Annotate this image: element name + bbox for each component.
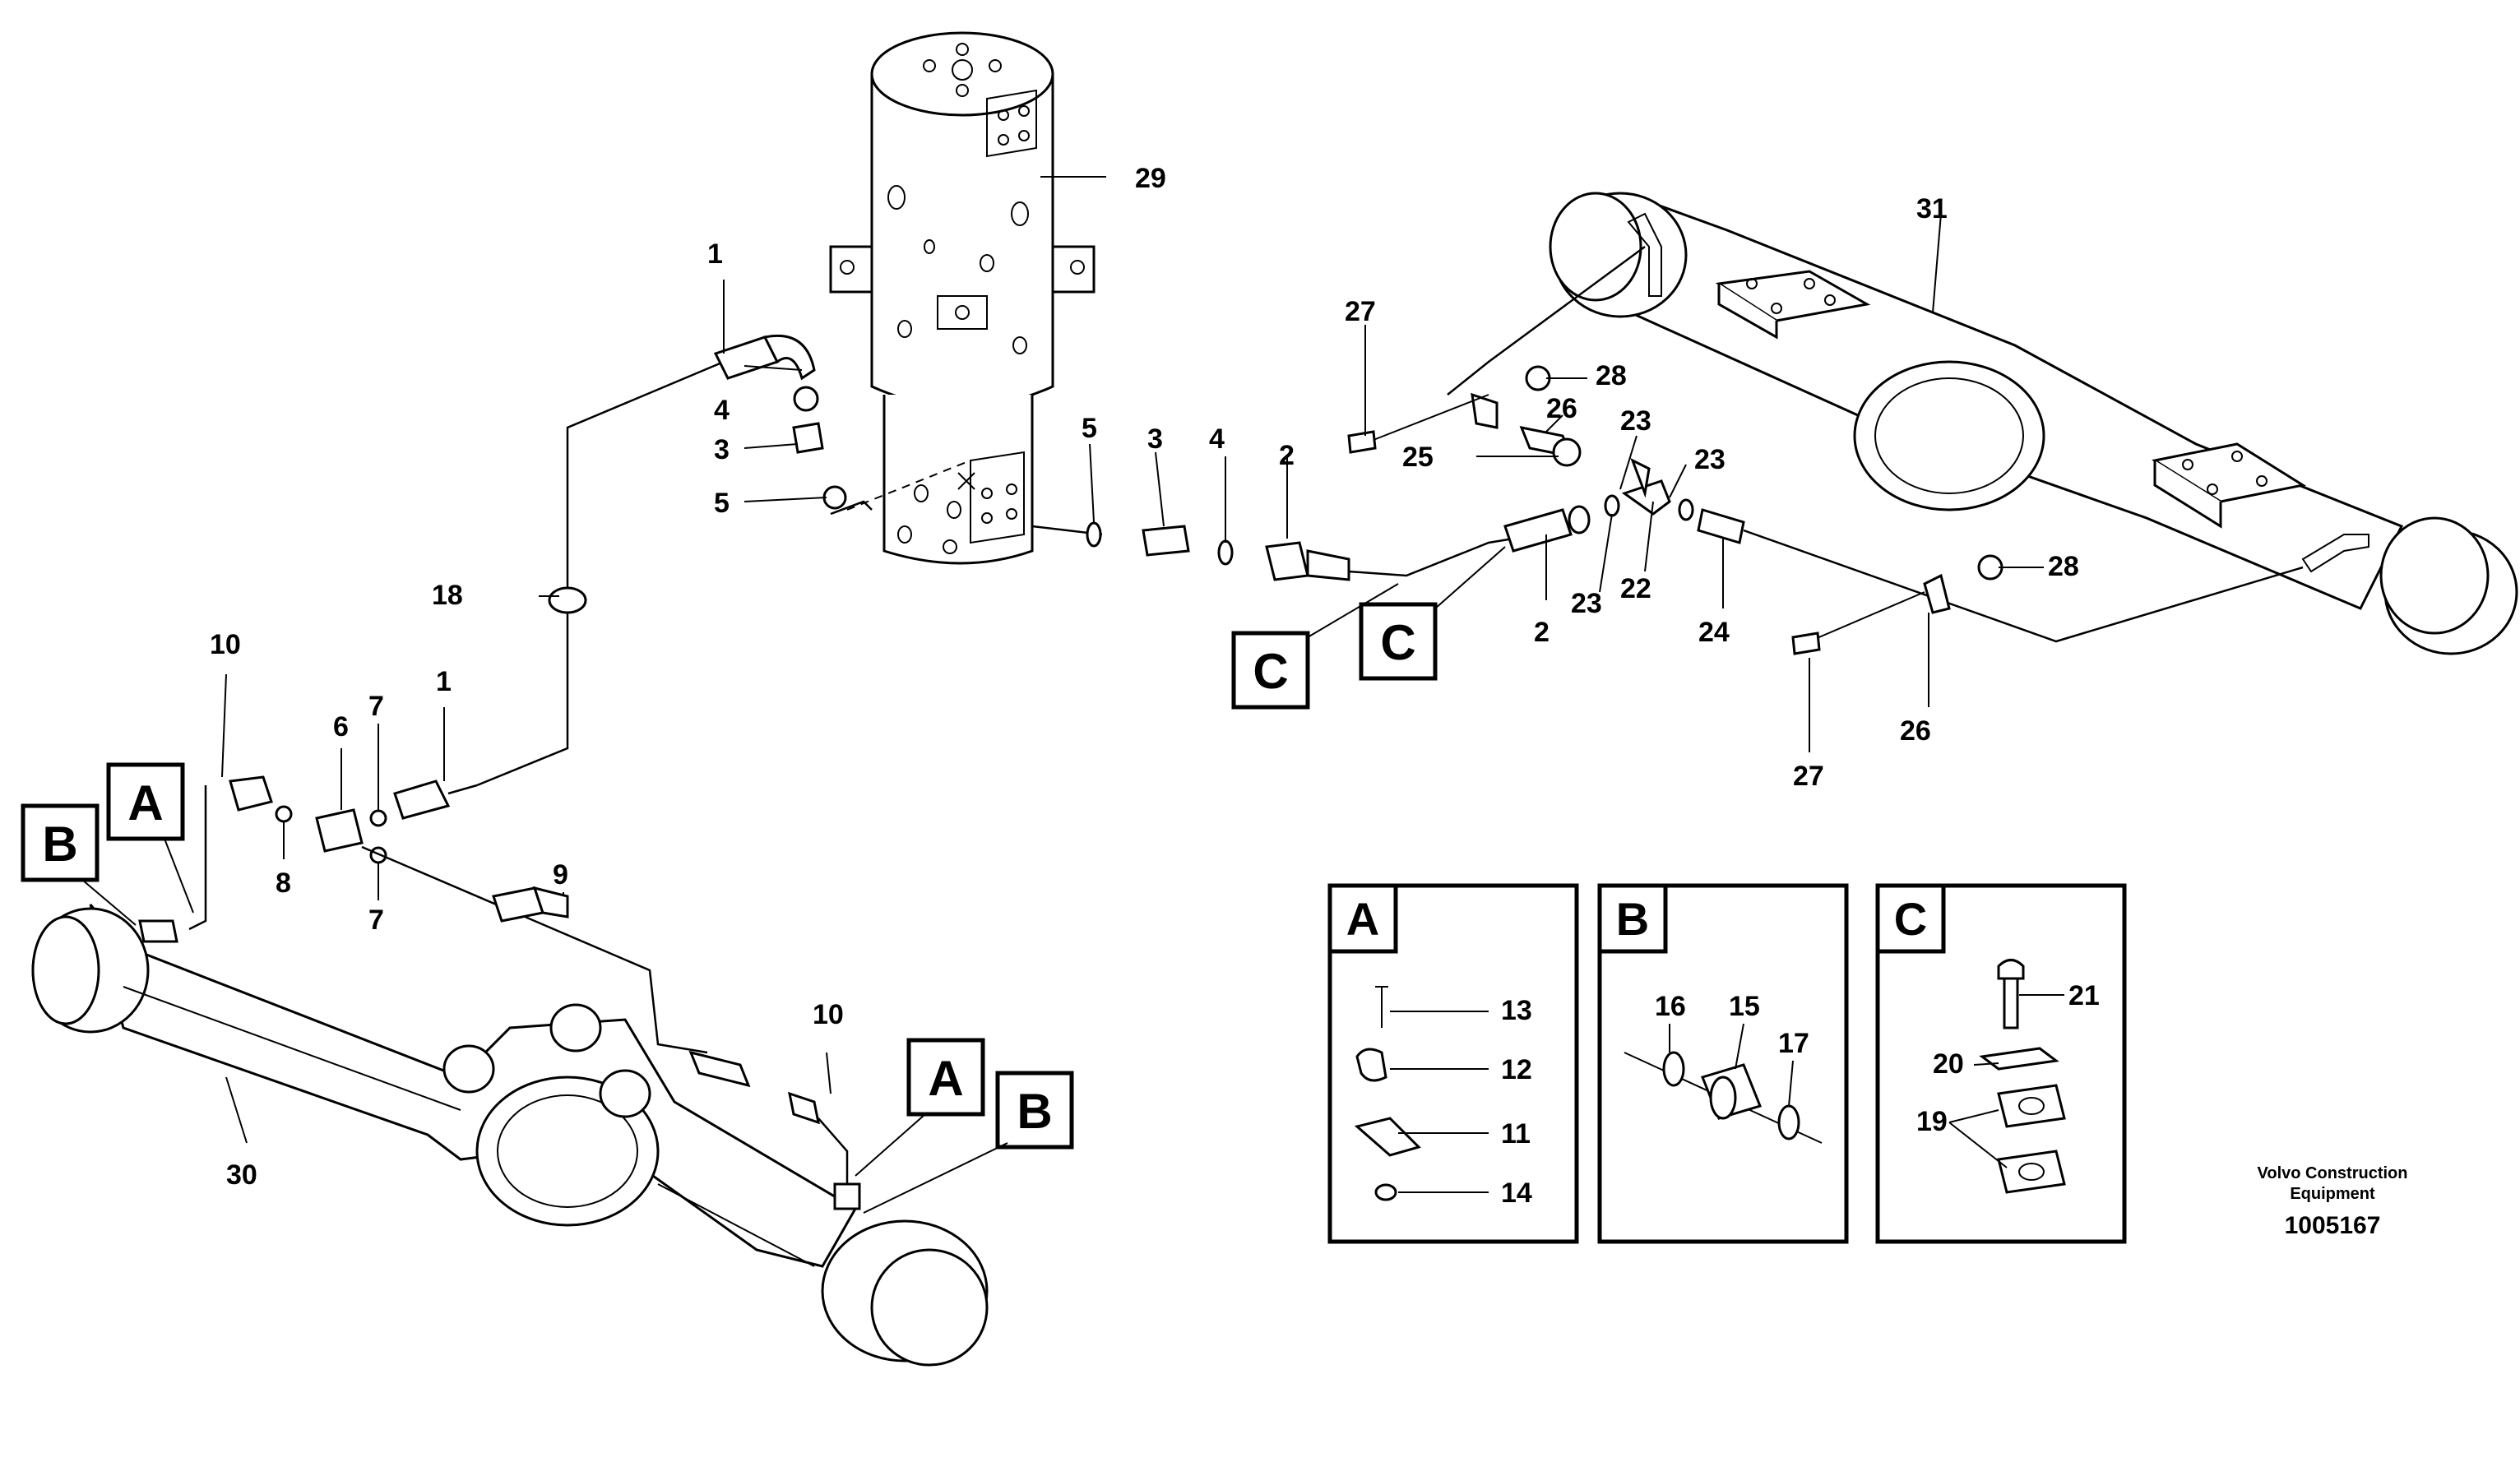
hydraulic-lines <box>138 245 2304 1210</box>
callout-a1-letter: A <box>127 775 163 830</box>
part-label-2b: 2 <box>1534 617 1550 648</box>
part-label-4b: 4 <box>1209 423 1225 455</box>
detail-panel-a: A <box>1327 883 1579 1244</box>
leader-lines <box>221 176 2044 1144</box>
footer: Volvo Construction Equipment 1005167 <box>2258 1164 2408 1239</box>
part-label-5b: 5 <box>1082 413 1097 444</box>
part-label-20: 20 <box>1933 1048 1964 1080</box>
part-label-16: 16 <box>1655 991 1686 1022</box>
part-label-28a: 28 <box>1596 360 1627 391</box>
callout-a2: A <box>855 1038 985 1177</box>
callout-b1: B <box>21 803 137 926</box>
part-label-11: 11 <box>1501 1118 1531 1150</box>
part-label-21: 21 <box>2068 980 2100 1011</box>
part-label-26b: 26 <box>1900 715 1931 747</box>
callout-c1: C <box>1231 583 1399 710</box>
callout-b1-letter: B <box>42 817 77 872</box>
part-label-10a: 10 <box>210 629 241 660</box>
part-label-6: 6 <box>333 711 349 743</box>
rear-axle-part-31 <box>1549 192 2518 655</box>
part-label-3a: 3 <box>714 434 730 465</box>
part-label-27a: 27 <box>1345 296 1376 327</box>
part-label-17: 17 <box>1778 1028 1809 1059</box>
callout-b2: B <box>863 1071 1074 1214</box>
part-label-10b: 10 <box>813 999 844 1030</box>
part-label-5a: 5 <box>714 488 730 519</box>
part-label-22: 22 <box>1620 573 1651 604</box>
detail-b-letter: B <box>1616 893 1649 945</box>
part-label-31: 31 <box>1916 193 1948 224</box>
part-label-25: 25 <box>1402 442 1434 473</box>
part-label-13: 13 <box>1501 995 1532 1026</box>
part-label-1a: 1 <box>707 238 723 270</box>
part-label-12: 12 <box>1501 1054 1532 1085</box>
document-number: 1005167 <box>2285 1212 2381 1239</box>
part-label-18: 18 <box>432 580 463 611</box>
callout-a2-letter: A <box>928 1051 963 1106</box>
part-label-4a: 4 <box>714 395 730 426</box>
part-label-26a: 26 <box>1546 393 1577 424</box>
part-label-15: 15 <box>1729 991 1760 1022</box>
detail-a-letter: A <box>1346 893 1379 945</box>
part-label-9: 9 <box>553 859 568 891</box>
callout-c1-letter: C <box>1253 644 1288 699</box>
brand-line-1: Volvo Construction <box>2258 1164 2408 1182</box>
part-label-30: 30 <box>226 1159 257 1191</box>
part-label-24: 24 <box>1698 617 1730 648</box>
part-label-2a: 2 <box>1279 440 1295 471</box>
part-label-7b: 7 <box>368 904 384 936</box>
part-label-8: 8 <box>276 867 291 899</box>
part-label-3b: 3 <box>1147 423 1163 455</box>
part-label-23a: 23 <box>1620 405 1651 437</box>
callout-b2-letter: B <box>1017 1084 1052 1139</box>
detail-panel-b: B <box>1597 883 1849 1244</box>
part-label-23c: 23 <box>1571 588 1602 619</box>
part-label-29: 29 <box>1135 163 1166 194</box>
part-label-14: 14 <box>1501 1177 1532 1209</box>
part-label-27b: 27 <box>1793 761 1824 792</box>
part-labels: 29 31 30 1 4 3 5 18 5 3 4 2 27 28 26 25 … <box>210 163 2100 1209</box>
detail-c-letter: C <box>1894 893 1927 945</box>
callout-c2-letter: C <box>1380 615 1415 670</box>
callout-a1: A <box>106 762 194 914</box>
part-label-19: 19 <box>1916 1106 1948 1137</box>
front-axle-part-30 <box>31 904 989 1367</box>
part-label-1b: 1 <box>436 666 452 697</box>
swivel-joint-part-29 <box>829 31 1096 565</box>
part-label-28b: 28 <box>2048 551 2079 582</box>
callout-c2: C <box>1359 546 1506 681</box>
part-label-23b: 23 <box>1694 444 1726 475</box>
part-label-7a: 7 <box>368 691 384 722</box>
detail-panel-c: C <box>1875 883 2127 1244</box>
brand-line-2: Equipment <box>2290 1185 2375 1203</box>
